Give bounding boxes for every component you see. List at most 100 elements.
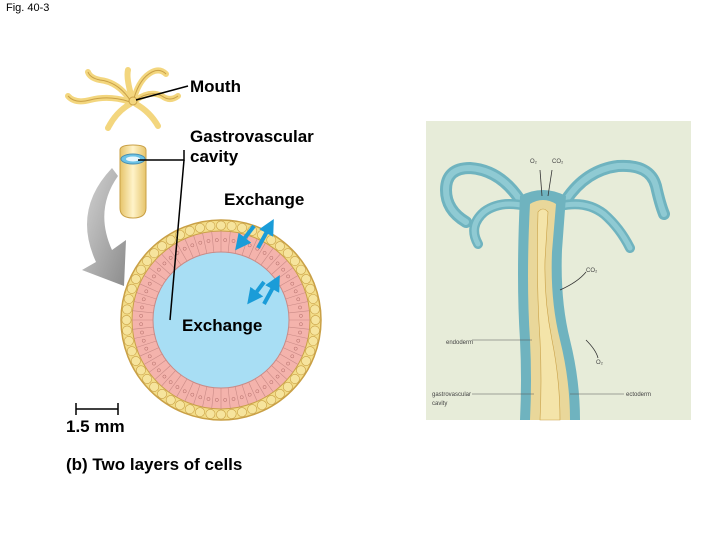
endoderm-cell-wall [271,260,288,275]
figure-label: Fig. 40-3 [6,2,50,14]
ectoderm-cell [301,274,312,284]
hydra-illustration-tentacles [439,159,670,253]
endoderm-cell-wall [248,381,258,402]
ectoderm-cell [310,304,320,315]
endoderm-cell-nucleus [275,261,280,266]
endoderm-cell-wall [161,253,176,270]
ectoderm-cell [226,409,237,419]
scale-label: 1.5 mm [66,417,125,436]
endoderm-cell-wall [161,370,176,387]
endoderm-cell-nucleus [239,395,244,400]
endoderm-cell-wall [168,374,182,393]
endoderm-cell-nucleus [162,261,167,266]
endoderm-cell-wall [139,283,160,293]
endoderm-cell-wall [248,238,258,259]
endoderm-cell-nucleus [281,368,286,373]
endoderm-cell-nucleus [198,240,203,245]
ectoderm-cell [122,304,132,315]
exchange-outer-label: Exchange [224,190,304,209]
endoderm-cell-wall [266,253,281,270]
endoderm-cell-nucleus [296,338,301,343]
endoderm-cell-nucleus [298,305,302,310]
endoderm-cell-nucleus [281,267,286,272]
ectoderm-cell [237,407,247,418]
ectoderm-cell [165,395,176,405]
endoderm-cell-nucleus [144,346,149,351]
endoderm-cell-wall [285,292,306,300]
endoderm-cell-wall [148,267,167,281]
endoderm-cell-wall [202,232,208,254]
gas-arrows [539,169,599,359]
endoderm-label: endoderm [446,340,473,346]
endoderm-cell-nucleus [290,354,295,359]
ectoderm-cell [157,388,167,399]
endoderm-cell-nucleus [286,361,290,366]
endoderm-cell-nucleus [147,281,152,286]
o2-top-label: O₂ [530,159,538,165]
ectoderm-cell [308,336,319,346]
endoderm-cell-nucleus [182,389,187,394]
endoderm-cell-wall [184,381,194,402]
ectoderm-cell [205,409,216,419]
hydra-cavity-opening [126,156,140,162]
endoderm-cell-wall [260,374,274,393]
endoderm-cell-nucleus [139,322,143,327]
endoderm-cell-wall [154,260,171,275]
endoderm-cells [132,231,310,409]
endoderm-cell-wall [211,387,215,409]
endoderm-cell-nucleus [168,255,173,260]
ectoderm-cell [296,365,306,376]
hydra-tentacles-outline [67,69,179,103]
endoderm-cell-nucleus [293,289,298,294]
ectoderm-cell [282,381,293,392]
endoderm-cell-wall [260,247,274,266]
endoderm-cell-wall [133,301,155,307]
endoderm-cell-wall [285,340,306,348]
exchange-arrows [235,218,280,305]
endoderm-cell-wall [287,333,309,339]
endoderm-cell-nucleus [299,313,303,318]
ectoderm-cell [136,365,146,376]
ectoderm-cell [149,248,160,259]
endoderm-cell-wall [148,359,167,373]
mouth-label: Mouth [190,77,241,96]
endoderm-cell-nucleus [262,251,267,255]
ectoderm-cell [310,315,321,325]
ectoderm-cell [136,264,146,275]
ectoderm-cell [195,407,205,418]
endoderm-cell-nucleus [141,338,146,343]
endoderm-cell-nucleus [162,374,167,379]
ectoderm-cell [266,235,277,245]
endoderm-cell-wall [227,387,231,409]
endoderm-cell-nucleus [299,322,303,327]
mouth-leader [135,85,189,101]
endoderm-cell-nucleus [141,297,146,302]
ectoderm-cell [157,241,167,252]
caption: (b) Two layers of cells [66,455,242,474]
endoderm-cell-nucleus [140,330,144,335]
ectoderm-cell [142,374,153,384]
endoderm-cell-nucleus [296,297,301,302]
exchange-arrow-out-outer [256,218,274,249]
exchange-arrow-out-inner [262,274,280,305]
ectoderm-cell [123,336,134,346]
endoderm-cell-nucleus [269,255,274,260]
ectoderm-cell [122,325,132,336]
endoderm-cell-wall [132,326,154,330]
co2-top-label: CO₂ [552,159,564,165]
magnify-arrow [82,168,126,286]
endoderm-cell-nucleus [182,246,187,251]
ectoderm-cell [184,225,195,236]
endoderm-cell-nucleus [190,243,195,248]
ectoderm-cell [257,400,267,411]
ectoderm-cell [205,221,216,231]
hydra-tentacles [65,67,181,131]
endoderm-cell-wall [184,238,194,259]
ectoderm-cell [308,294,319,304]
endoderm-cell-nucleus [298,330,302,335]
endoderm-cell-wall [139,347,160,357]
endoderm-cell-wall [275,359,294,373]
ectoderm-cell [289,374,300,384]
endoderm-cell-nucleus [190,392,195,397]
endoderm-cell-wall [176,242,188,262]
